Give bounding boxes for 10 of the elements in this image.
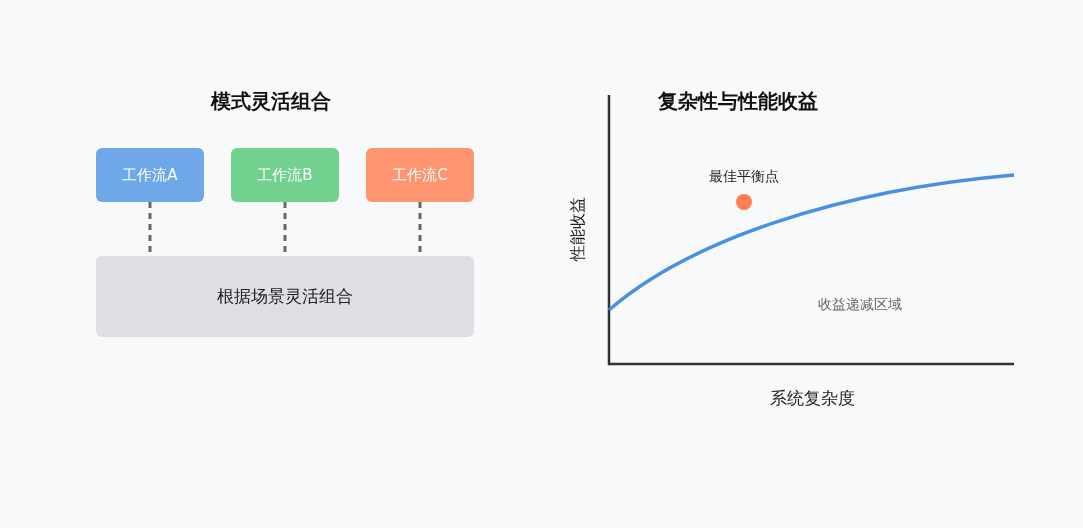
axis-label: 系统复杂度: [769, 386, 855, 410]
workflow-box: 工作流A: [96, 148, 204, 202]
region-label: 收益递减区域: [818, 296, 902, 314]
chart-title: 复杂性与性能收益: [658, 87, 818, 115]
workflow-box: 工作流C: [366, 148, 474, 202]
group-box: 根据场景灵活组合: [96, 256, 474, 337]
workflow-box: 工作流B: [231, 148, 339, 202]
axis-label: 性能收益: [567, 196, 588, 260]
point-label: 最佳平衡点: [709, 168, 779, 186]
section-title: 模式灵活组合: [211, 87, 331, 115]
